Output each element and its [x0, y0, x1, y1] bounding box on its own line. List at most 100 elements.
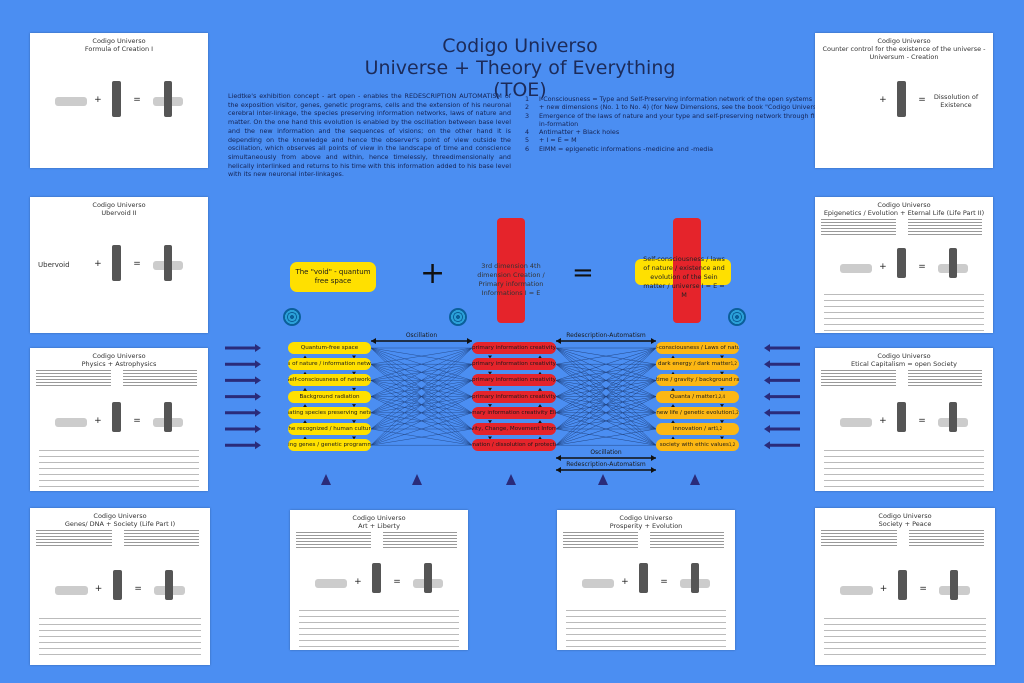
- panel-text-line: [122, 370, 198, 371]
- small-arrow-icon: [488, 436, 492, 440]
- panel-dark-bar: [163, 402, 172, 433]
- panel-equals: =: [918, 416, 926, 427]
- left-node: Oscillating species preserving networks: [288, 406, 371, 419]
- panel-equals: =: [133, 416, 141, 427]
- network-line: [370, 364, 473, 446]
- node-label: new life / genetic evolution: [656, 409, 733, 416]
- panel-extra-text: Ubervoid: [38, 261, 70, 269]
- note-item: 2+ new dimensions (No. 1 to No. 4) (for …: [525, 103, 825, 111]
- panel-title: Codigo Universo: [877, 352, 931, 360]
- panel-text-line: [36, 533, 112, 534]
- small-arrow-icon: [720, 371, 724, 375]
- panel-mini-diagram: [30, 608, 210, 665]
- node-label: Self-consciousness / Laws of nature: [656, 345, 739, 351]
- panel-text-line: [36, 385, 111, 386]
- panel-title: Codigo Universo: [352, 514, 406, 522]
- node-sup: 1,2: [715, 426, 723, 431]
- panel-text-line: [821, 370, 896, 371]
- network-line: [370, 347, 473, 397]
- node-label: Self-consciousness of networks: [288, 377, 371, 384]
- node-label: primary information creativity EIMM: [472, 409, 556, 416]
- panel-dark-bar: [111, 80, 121, 117]
- panel-dark-bar: [690, 562, 699, 593]
- left-node: Exiting genes / genetic programming: [288, 439, 371, 452]
- panel-text-line: [821, 382, 896, 383]
- panel-gray-blob: [54, 418, 87, 428]
- panel-text-line: [821, 376, 896, 377]
- network-line: [555, 380, 657, 446]
- panel-gray-blob: [840, 585, 873, 595]
- small-arrow-icon: [720, 436, 724, 440]
- panel-text-line: [907, 222, 983, 223]
- panel-text-line: [649, 544, 725, 545]
- left-node: The recognized / human culture: [288, 423, 371, 435]
- node-label: primary information creativity: [472, 393, 556, 400]
- network-line: [555, 347, 657, 413]
- panel-text-line: [382, 544, 458, 545]
- node-sup: 1,2: [732, 409, 739, 415]
- small-arrow-icon: [303, 420, 307, 424]
- small-arrow-icon: [720, 420, 724, 424]
- panel-text-line: [907, 382, 983, 383]
- panel-gray-blob: [54, 96, 87, 106]
- panel-text-line: [649, 535, 725, 536]
- panel-text-line: [122, 385, 198, 386]
- small-arrow-icon: [720, 404, 724, 408]
- redescription-label-bottom: Redescription-Automatism: [566, 461, 646, 468]
- panel-dark-bar: [948, 402, 957, 433]
- note-number: 4: [525, 128, 530, 137]
- panel-title: Codigo Universo: [92, 352, 146, 360]
- small-arrow-icon: [303, 436, 307, 440]
- panel-text-line: [907, 219, 983, 220]
- arrowhead-icon: [467, 338, 472, 344]
- small-arrow-icon: [488, 420, 492, 424]
- panel-text-line: [36, 382, 111, 383]
- panel-text-line: [907, 373, 983, 374]
- panel-dark-bar: [896, 402, 906, 433]
- panel-text-line: [296, 544, 371, 545]
- panel-text-line: [123, 542, 200, 543]
- panel-text-line: [123, 545, 200, 546]
- panel-dark-bar: [165, 569, 173, 600]
- panel-text-line: [907, 234, 983, 235]
- small-arrow-icon: [352, 420, 356, 424]
- panel-text-line: [563, 532, 638, 533]
- small-arrow-icon: [488, 355, 492, 359]
- panel-plus: +: [94, 94, 102, 105]
- small-arrow-icon: [720, 387, 724, 391]
- panel-text-line: [907, 225, 983, 226]
- panel-text-line: [649, 532, 725, 533]
- small-arrow-icon: [303, 404, 307, 408]
- node-sup: 1,2: [728, 442, 736, 448]
- panel-dark-bar: [163, 245, 172, 281]
- node-label: Quantum-free space: [300, 345, 359, 351]
- panel-subtitle: Etical Capitalism = open Society: [851, 360, 957, 368]
- panel-dark-bar: [897, 569, 907, 600]
- small-arrow-icon: [352, 371, 356, 375]
- center-node: primary information creativity: [472, 374, 556, 387]
- panel-text-line: [907, 231, 983, 232]
- network-line: [555, 396, 657, 446]
- panel-text-line: [821, 228, 896, 229]
- panel-title: Codigo Universo: [877, 37, 931, 45]
- node-label: primary information creativity: [472, 377, 556, 384]
- panel-text-line: [123, 530, 200, 531]
- panel-text-line: [382, 532, 458, 533]
- panel-title: Codigo Universo: [619, 514, 673, 522]
- panel-plus: +: [879, 261, 887, 272]
- panel-subtitle: Ubervoid II: [101, 209, 137, 217]
- panel-dark-bar: [112, 569, 122, 600]
